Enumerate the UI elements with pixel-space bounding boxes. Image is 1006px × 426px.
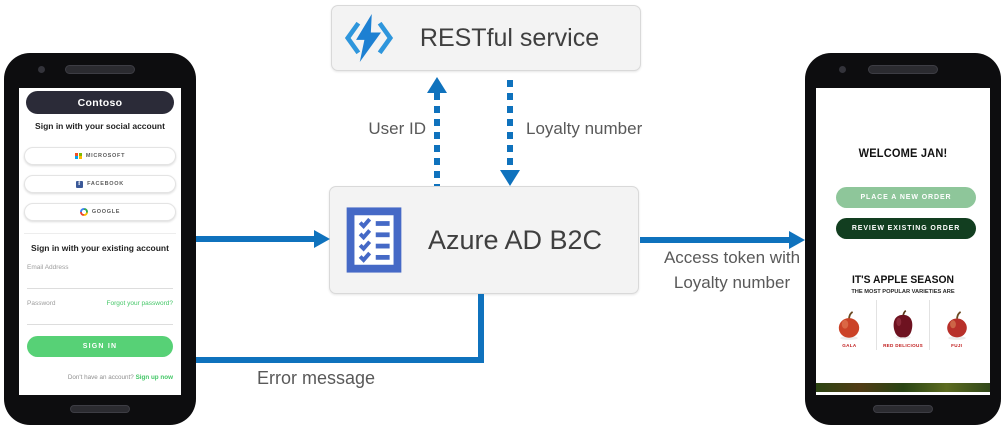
apple-season-subheading: THE MOST POPULAR VARIETIES ARE bbox=[851, 289, 955, 295]
home-speaker-bar bbox=[70, 405, 130, 413]
restful-service-label: RESTful service bbox=[419, 23, 600, 52]
user-id-arrowhead bbox=[427, 77, 447, 93]
facebook-signin-button[interactable]: f FACEBOOK bbox=[24, 175, 176, 193]
section-divider bbox=[24, 233, 176, 234]
right-phone-screen: WELCOME JAN! PLACE A NEW ORDER REVIEW EX… bbox=[816, 88, 990, 395]
restful-service-node: RESTful service bbox=[331, 5, 641, 71]
email-field[interactable] bbox=[27, 288, 173, 289]
right-phone: WELCOME JAN! PLACE A NEW ORDER REVIEW EX… bbox=[805, 53, 1001, 425]
access-token-label: Access token with Loyalty number bbox=[650, 246, 814, 295]
apple-variety-gala: GALA bbox=[823, 300, 876, 350]
speaker-grille bbox=[868, 65, 938, 74]
access-token-label-line2: Loyalty number bbox=[673, 272, 791, 292]
error-message-line-vertical bbox=[478, 294, 484, 361]
password-field-label: Password bbox=[27, 300, 56, 307]
apple-variety-red-delicious: RED DELICIOUS bbox=[875, 300, 931, 350]
welcome-heading: WELCOME JAN! bbox=[858, 146, 948, 160]
home-speaker-bar bbox=[873, 405, 933, 413]
google-icon bbox=[79, 208, 88, 216]
email-field-label: Email Address bbox=[27, 264, 69, 271]
user-id-label: User ID bbox=[368, 119, 426, 138]
signup-row: Don't have an account? Sign up now bbox=[68, 374, 173, 381]
apple-name-label: GALA bbox=[842, 343, 857, 348]
access-token-arrow bbox=[640, 237, 790, 243]
checklist-icon bbox=[346, 207, 402, 273]
camera-dot-icon bbox=[38, 66, 45, 73]
social-signin-heading: Sign in with your social account bbox=[35, 121, 165, 131]
access-token-arrowhead bbox=[789, 231, 805, 249]
existing-account-heading: Sign in with your existing account bbox=[31, 243, 169, 253]
apple-variety-fuji: FUJI bbox=[930, 300, 983, 350]
review-existing-order-button[interactable]: REVIEW EXISTING ORDER bbox=[836, 218, 976, 239]
facebook-icon: f bbox=[76, 180, 84, 188]
error-message-line-horizontal bbox=[196, 357, 484, 363]
facebook-button-label: FACEBOOK bbox=[87, 181, 124, 187]
left-phone-screen: Contoso Sign in with your social account… bbox=[19, 88, 181, 395]
gala-apple-image bbox=[839, 311, 860, 340]
microsoft-button-label: MICROSOFT bbox=[85, 153, 126, 159]
functions-lightning-icon bbox=[345, 14, 393, 62]
place-new-order-button[interactable]: PLACE A NEW ORDER bbox=[836, 187, 976, 208]
fuji-apple-image bbox=[946, 311, 967, 340]
azure-ad-b2c-label: Azure AD B2C bbox=[427, 224, 603, 255]
photo-strip-image bbox=[816, 383, 990, 392]
contoso-title: Contoso bbox=[77, 96, 123, 109]
left-phone: Contoso Sign in with your social account… bbox=[4, 53, 196, 425]
loyalty-number-arrowhead bbox=[500, 170, 520, 186]
sign-in-button[interactable]: SIGN IN bbox=[27, 336, 173, 357]
signup-text: Don't have an account? bbox=[67, 374, 136, 381]
apple-name-label: FUJI bbox=[951, 343, 963, 348]
loyalty-number-dotted-arrow bbox=[507, 80, 513, 170]
forgot-password-link[interactable]: Forgot your password? bbox=[106, 300, 173, 307]
apple-varieties-row: GALA RED DELICIOUS bbox=[823, 300, 983, 350]
loyalty-number-label: Loyalty number bbox=[526, 119, 643, 138]
azure-ad-b2c-node: Azure AD B2C bbox=[329, 186, 639, 294]
microsoft-icon bbox=[74, 152, 82, 160]
google-button-label: GOOGLE bbox=[91, 209, 121, 215]
google-signin-button[interactable]: GOOGLE bbox=[24, 203, 176, 221]
apple-name-label: RED DELICIOUS bbox=[883, 343, 923, 348]
signin-arrow bbox=[196, 236, 316, 242]
microsoft-signin-button[interactable]: MICROSOFT bbox=[24, 147, 176, 165]
access-token-label-line1: Access token with bbox=[663, 248, 801, 267]
apple-season-heading: IT'S APPLE SEASON bbox=[851, 274, 955, 286]
signin-arrowhead bbox=[314, 230, 330, 248]
user-id-dotted-arrow bbox=[434, 93, 440, 186]
signup-link[interactable]: Sign up now bbox=[135, 374, 173, 381]
red-delicious-apple-image bbox=[893, 309, 913, 340]
error-message-label: Error message bbox=[257, 368, 376, 388]
password-field[interactable] bbox=[27, 324, 173, 325]
contoso-app-header: Contoso bbox=[26, 91, 174, 114]
speaker-grille bbox=[65, 65, 135, 74]
camera-dot-icon bbox=[839, 66, 846, 73]
